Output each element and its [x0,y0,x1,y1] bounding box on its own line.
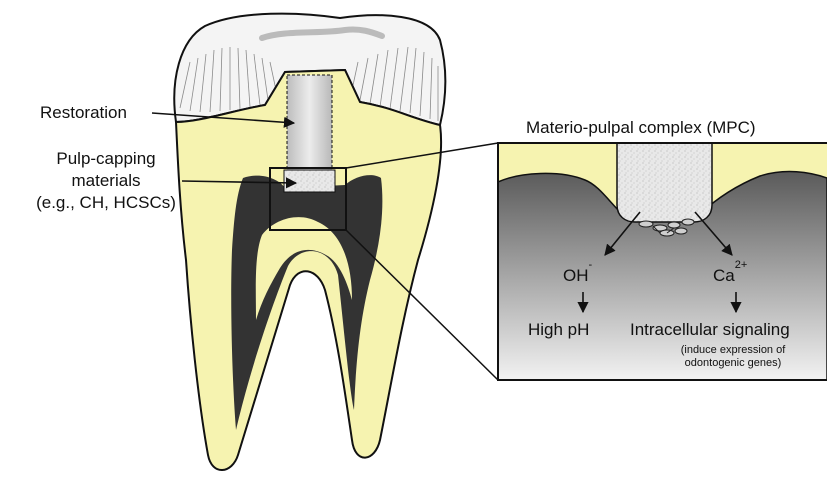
ca-charge: 2+ [735,259,748,271]
ca-base: Ca [713,266,735,285]
high-ph-label: High pH [528,320,589,340]
pulp-capping-line3: (e.g., CH, HCSCs) [16,192,196,214]
oh-base: OH [563,266,589,285]
tooth [174,14,445,470]
mpc-title: Materio-pulpal complex (MPC) [526,118,756,138]
capping-material [284,170,335,192]
pulp-capping-line1: Pulp-capping [16,148,196,170]
oh-ion-label: OH- [563,266,592,286]
ca-ion-label: Ca2+ [713,266,747,286]
induce-line2: odontogenic genes) [648,357,818,370]
pulp-capping-line2: materials [16,170,196,192]
pulp-capping-label: Pulp-capping materials (e.g., CH, HCSCs) [16,148,196,214]
induce-line1: (induce expression of [648,344,818,357]
induce-expression-note: (induce expression of odontogenic genes) [648,344,818,370]
restoration-label: Restoration [40,103,127,123]
mpc-capping-material [617,143,712,222]
intracellular-signaling-label: Intracellular signaling [630,320,790,340]
oh-charge: - [589,259,593,271]
